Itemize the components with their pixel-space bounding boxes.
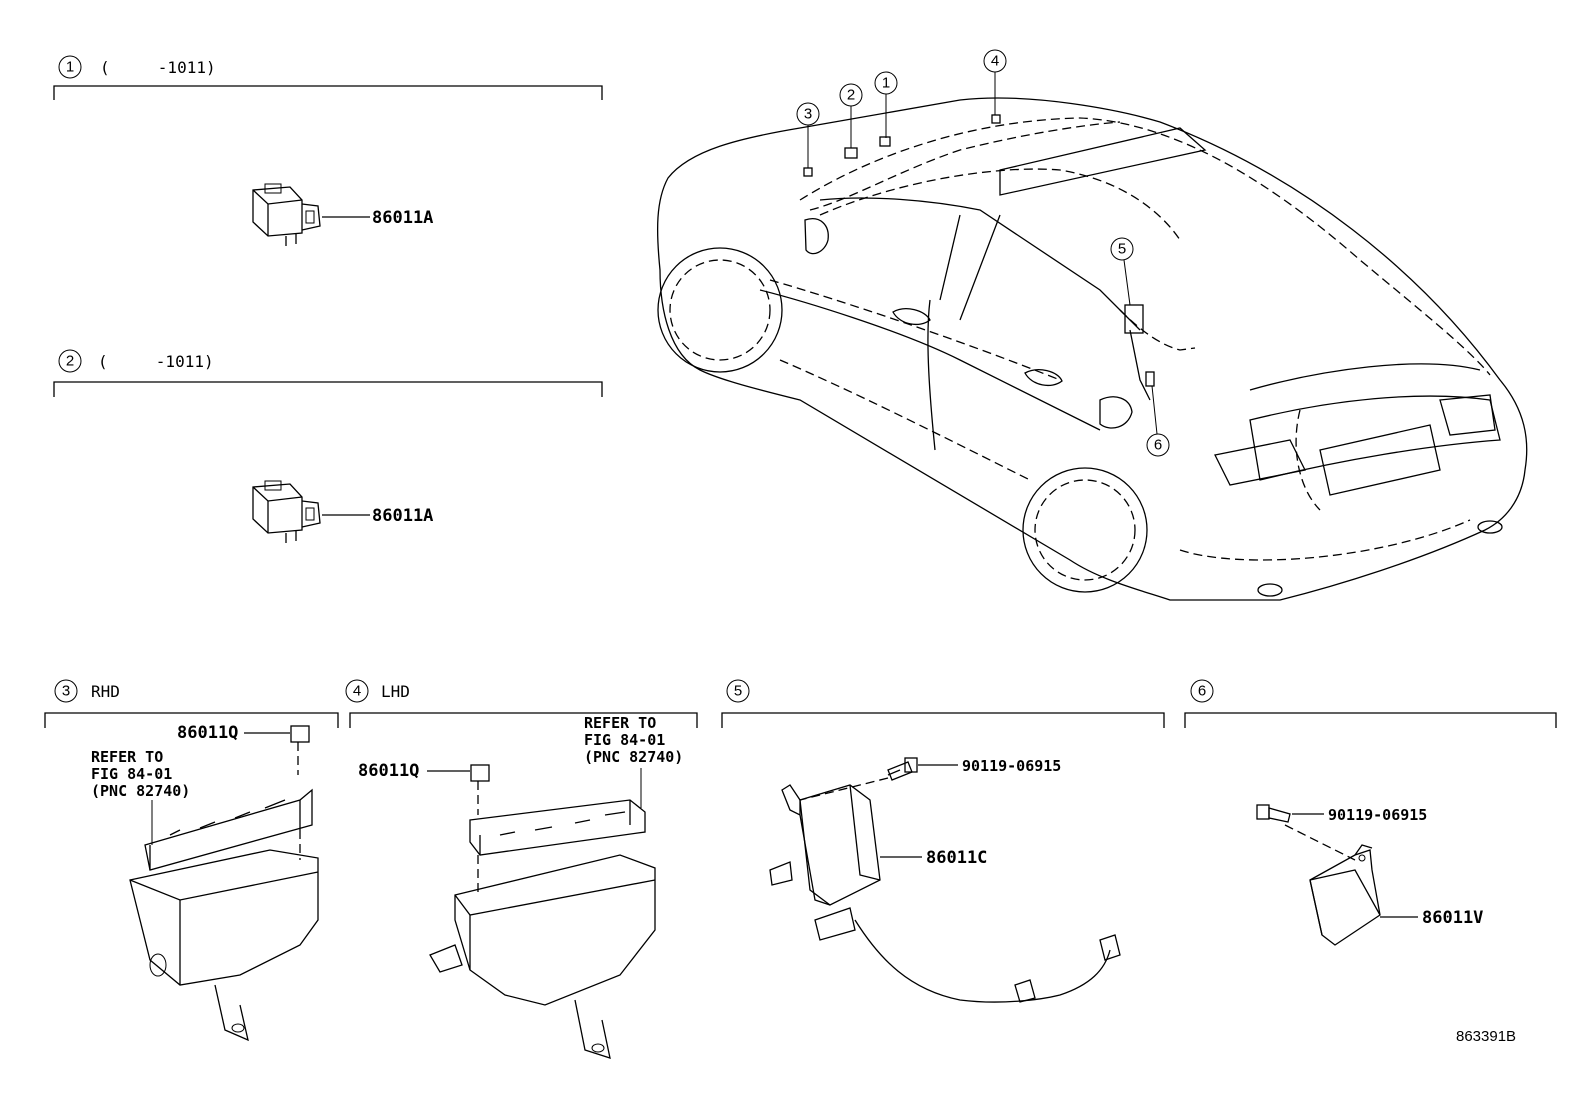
section-number-4: 4 <box>353 683 361 700</box>
relay-icon <box>470 764 490 782</box>
control-module-icon <box>1309 844 1381 946</box>
illustration-id: 863391B <box>1456 1028 1516 1045</box>
bracket-housing-icon <box>429 854 656 1059</box>
car-callout-label-4: 4 <box>991 53 999 70</box>
junction-block-icon <box>144 788 313 871</box>
part-number-86011A-2: 86011A <box>372 506 433 526</box>
car-callout-5 <box>1110 237 1134 261</box>
callout-circle-4 <box>345 679 369 703</box>
section-2-header: ( -1011) <box>98 352 214 371</box>
part-number-86011V: 86011V <box>1422 908 1483 928</box>
part-number-86011Q-4: 86011Q <box>358 761 419 781</box>
section-number-6: 6 <box>1198 683 1206 700</box>
callout-circle-1 <box>58 55 82 79</box>
section-number-1: 1 <box>66 59 74 76</box>
refer-text-3-line1: REFER TO <box>91 748 163 766</box>
callout-circle-6 <box>1190 679 1214 703</box>
part-number-bolt-5: 90119-06915 <box>962 757 1061 775</box>
section-4-bracket <box>349 712 698 728</box>
part-number-86011C: 86011C <box>926 848 987 868</box>
refer-text-3-line2: FIG 84-01 <box>91 765 172 783</box>
section-6: 6 90119-06915 86011V <box>1184 679 1557 946</box>
sensor-connector-icon <box>252 183 321 246</box>
section-2-bracket <box>53 381 603 397</box>
bolt-icon <box>1256 804 1291 823</box>
car-callout-3 <box>796 102 820 126</box>
car-callout-6 <box>1146 433 1170 457</box>
part-number-86011A-1: 86011A <box>372 208 433 228</box>
refer-text-4-line3: (PNC 82740) <box>584 748 683 766</box>
car-callout-2 <box>839 83 863 107</box>
section-1: 1 ( -1011) 86011A <box>53 55 603 246</box>
part-number-86011Q-3: 86011Q <box>177 723 238 743</box>
section-number-5: 5 <box>734 683 742 700</box>
section-4-header: LHD <box>381 682 410 701</box>
car-callout-1 <box>874 71 898 95</box>
section-number-3: 3 <box>62 683 70 700</box>
refer-text-4-line1: REFER TO <box>584 714 656 732</box>
section-5: 5 90119-06915 86011C <box>721 679 1165 1003</box>
callout-circle-3 <box>54 679 78 703</box>
section-number-2: 2 <box>66 353 74 370</box>
section-3: 3 RHD 86011Q REFER TO FIG 84-01 (PNC 827… <box>44 679 339 1042</box>
bolt-icon <box>887 757 918 781</box>
car-callout-label-3: 3 <box>804 106 812 123</box>
relay-icon <box>290 725 310 743</box>
car-callout-label-1: 1 <box>882 75 890 92</box>
section-1-header: ( -1011) <box>100 58 216 77</box>
section-2: 2 ( -1011) 86011A <box>53 349 603 543</box>
car-illustration: 1 2 3 4 5 6 <box>656 49 1528 601</box>
section-4: 4 LHD 86011Q REFER TO FIG 84-01 (PNC 827… <box>345 679 698 1059</box>
antenna-module-icon <box>769 784 1121 1003</box>
callout-circle-2 <box>58 349 82 373</box>
junction-block-icon <box>469 799 646 856</box>
section-3-bracket <box>44 712 339 728</box>
car-callout-label-5: 5 <box>1118 241 1126 258</box>
car-callout-label-6: 6 <box>1154 437 1162 454</box>
section-6-bracket <box>1184 712 1557 728</box>
section-5-bracket <box>721 712 1165 728</box>
callout-circle-5 <box>726 679 750 703</box>
refer-text-4-line2: FIG 84-01 <box>584 731 665 749</box>
sensor-connector-icon <box>252 480 321 543</box>
car-callout-4 <box>983 49 1007 73</box>
part-number-bolt-6: 90119-06915 <box>1328 806 1427 824</box>
section-1-bracket <box>53 85 603 100</box>
section-3-header: RHD <box>91 682 120 701</box>
bracket-housing-icon <box>129 849 319 1042</box>
refer-text-3-line3: (PNC 82740) <box>91 782 190 800</box>
car-callout-label-2: 2 <box>847 87 855 104</box>
